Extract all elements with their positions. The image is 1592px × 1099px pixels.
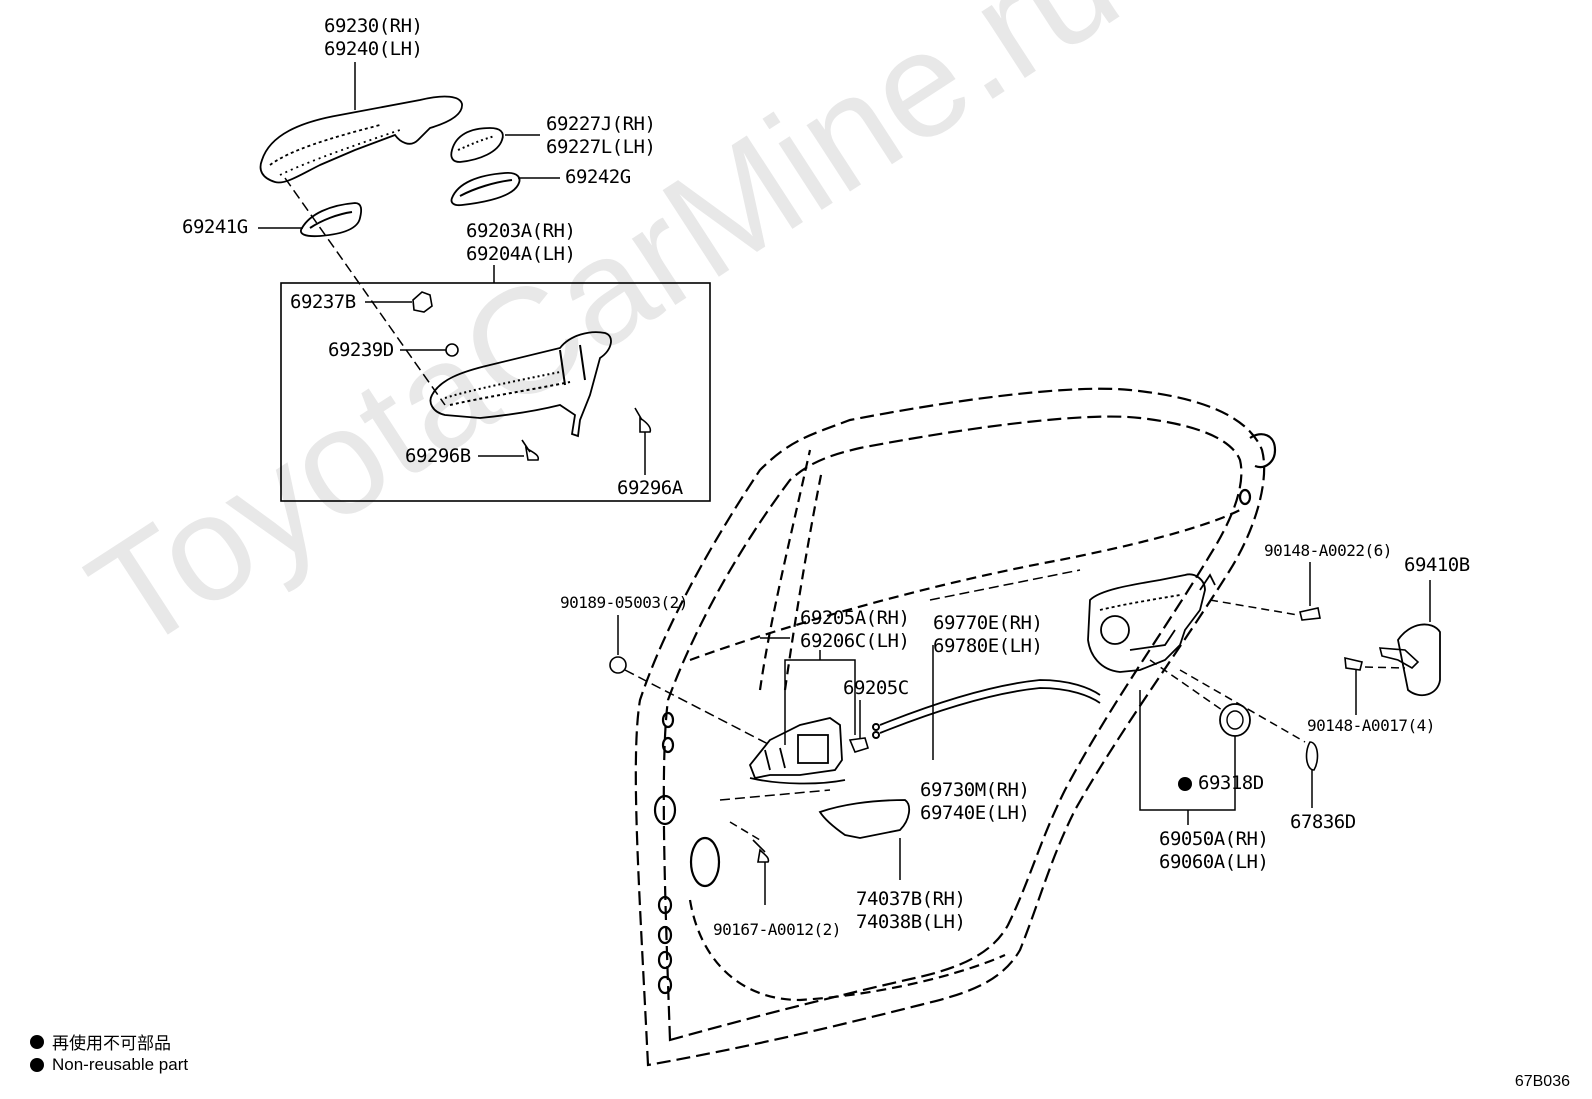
label-69239d: 69239D	[328, 339, 394, 361]
striker-drawing	[1397, 623, 1441, 697]
label-69205c: 69205C	[843, 677, 909, 699]
non-reusable-dot-icon	[1178, 776, 1192, 791]
label-cap-lh: 69227L(LH)	[546, 136, 656, 158]
label-outer-handle-lh: 69240(LH)	[324, 38, 423, 60]
label-69318d: 69318D	[1178, 772, 1264, 795]
label-90167-a0012: 90167-A0012(2)	[713, 920, 841, 939]
label-67836d: 67836D	[1290, 811, 1356, 833]
label-69237b: 69237B	[290, 291, 356, 313]
label-cable-lh: 69780E(LH)	[933, 635, 1043, 657]
label-90189-05003: 90189-05003(2)	[560, 593, 688, 612]
label-rod-rh: 69730M(RH)	[920, 779, 1030, 801]
label-cap-rh: 69227J(RH)	[546, 113, 656, 135]
frame-group-box	[280, 282, 711, 502]
outside-handle-drawing	[259, 95, 463, 184]
label-69318d-text: 69318D	[1198, 772, 1264, 794]
pad-241g-drawing	[300, 202, 363, 238]
label-lock-lh: 69060A(LH)	[1159, 851, 1269, 873]
label-rod-lh: 69740E(LH)	[920, 802, 1030, 824]
cable-drawing	[879, 679, 1101, 726]
label-bezel-lh: 74038B(LH)	[856, 911, 966, 933]
filled-circle-icon	[30, 1058, 44, 1072]
cap-drawing	[450, 127, 504, 163]
legend-item-en: Non-reusable part	[30, 1055, 188, 1075]
bezel-drawing	[818, 799, 911, 839]
label-69241g: 69241G	[182, 216, 248, 238]
label-69410b: 69410B	[1404, 554, 1470, 576]
frame-drawing	[429, 331, 612, 438]
label-inner-handle-lh: 69206C(LH)	[800, 630, 910, 652]
label-90148-a0017: 90148-A0017(4)	[1307, 716, 1435, 735]
label-cable-rh: 69770E(RH)	[933, 612, 1043, 634]
label-frame-rh: 69203A(RH)	[466, 220, 576, 242]
label-69242g: 69242G	[565, 166, 631, 188]
label-lock-rh: 69050A(RH)	[1159, 828, 1269, 850]
pad-242g-drawing	[450, 172, 521, 207]
label-outer-handle-rh: 69230(RH)	[324, 15, 423, 37]
label-69296b: 69296B	[405, 445, 471, 467]
label-90148-a0022: 90148-A0022(6)	[1264, 541, 1392, 560]
label-inner-handle-rh: 69205A(RH)	[800, 607, 910, 629]
legend-text-en: Non-reusable part	[52, 1055, 189, 1074]
legend-item-jp: 再使用不可部品	[30, 1029, 171, 1054]
door-lock-drawing	[1087, 573, 1216, 673]
legend-text-jp: 再使用不可部品	[52, 1034, 171, 1053]
label-frame-lh: 69204A(LH)	[466, 243, 576, 265]
filled-circle-icon	[30, 1034, 44, 1049]
label-69296a: 69296A	[617, 477, 683, 499]
diagram-code: 67B036	[1514, 1073, 1570, 1090]
label-bezel-rh: 74037B(RH)	[856, 888, 966, 910]
door-outline	[634, 387, 1277, 1067]
inside-handle-drawing	[748, 717, 846, 785]
